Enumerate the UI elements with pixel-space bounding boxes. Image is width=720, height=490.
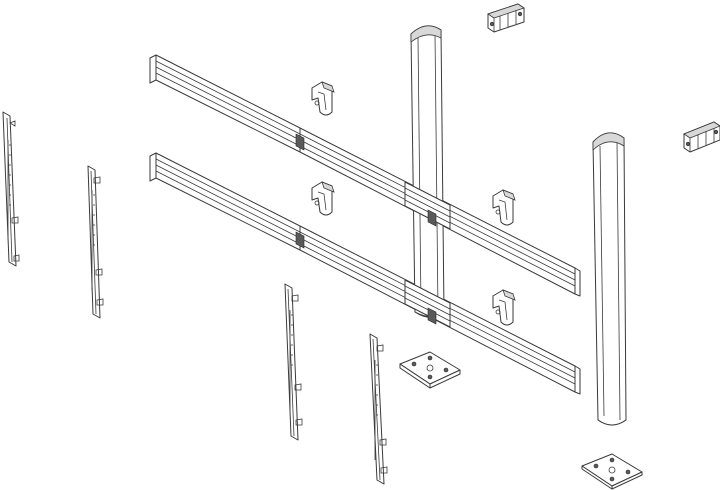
floor-plate <box>581 453 643 490</box>
vertical-post <box>410 25 445 318</box>
vertical-hanger-strip <box>87 165 104 319</box>
rail-crossing <box>404 181 451 328</box>
vertical-hanger-strip <box>284 283 303 441</box>
hook-bracket <box>311 81 335 116</box>
side-bracket <box>683 121 720 153</box>
floor-plate <box>399 351 461 389</box>
horizontal-rail <box>149 152 301 251</box>
hook-bracket <box>492 189 516 226</box>
hook-bracket <box>311 181 335 216</box>
side-bracket <box>487 3 525 33</box>
hook-bracket <box>492 289 516 326</box>
vertical-hanger-strip <box>369 333 388 485</box>
vertical-post <box>592 132 627 426</box>
horizontal-rail <box>149 54 301 153</box>
vertical-hanger-strip <box>2 111 20 267</box>
